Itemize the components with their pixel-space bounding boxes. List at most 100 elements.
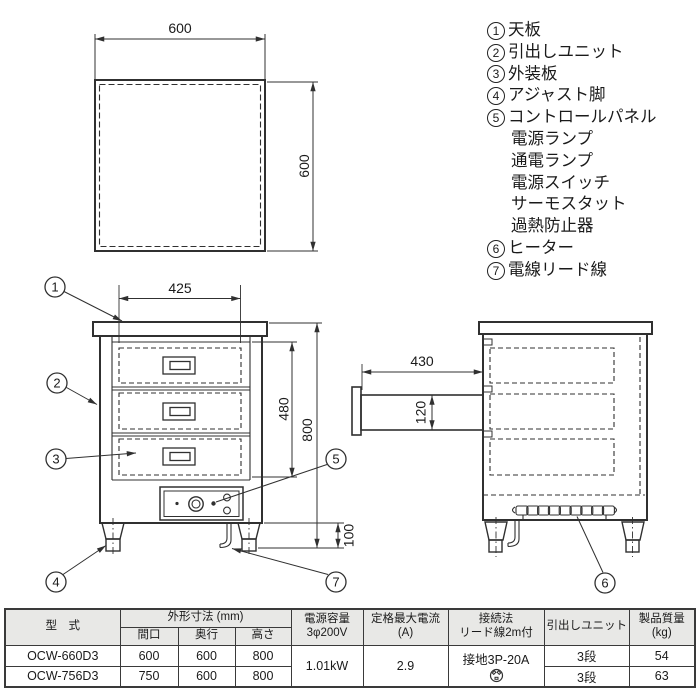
col-header-height: 高さ <box>234 626 292 646</box>
legend-num-5: 5 <box>487 109 505 128</box>
legend-label: ヒーター <box>508 238 574 257</box>
front-width-dimension: 425 <box>118 280 241 343</box>
power-header-line1: 電源容量 <box>304 613 350 626</box>
legend-label: 通電ランプ <box>511 151 594 170</box>
power-lamp-dot <box>175 501 179 506</box>
legend-label: 電源ランプ <box>511 129 594 148</box>
top-view-outline <box>94 79 266 252</box>
front-legs <box>101 518 261 556</box>
dim-top-depth: 600 <box>296 154 312 178</box>
legend-item-thermostat: サーモスタット <box>487 194 657 216</box>
callout-1: 1 <box>51 280 58 295</box>
callout-7: 7 <box>332 575 339 590</box>
current-cell: 2.9 <box>362 644 449 688</box>
legend-item-overheat-protector: 過熱防止器 <box>487 216 657 238</box>
legend-label: 過熱防止器 <box>511 217 594 236</box>
legend-num-2: 2 <box>487 43 505 62</box>
legend-label: サーモスタット <box>511 195 627 214</box>
model-cell: OCW-756D3 <box>4 665 121 688</box>
col-header-dimensions-group: 外形寸法 (mm) <box>119 608 292 628</box>
width-cell: 750 <box>119 665 179 688</box>
side-inner-dashed <box>483 337 645 496</box>
dim-top-width: 600 <box>168 20 192 36</box>
connection-header-line2: リード線2m付 <box>459 627 533 640</box>
legend-label: コントロールパネル <box>508 108 657 127</box>
drawer-unit-cell: 3段 <box>543 644 630 667</box>
legend-label: 電線リード線 <box>508 260 607 279</box>
callout-6: 6 <box>601 576 608 591</box>
callout-4: 4 <box>52 575 59 590</box>
side-top-board <box>478 321 653 335</box>
col-header-model: 型 式 <box>4 608 121 646</box>
legend-num-7: 7 <box>487 261 505 280</box>
legend-label: 天板 <box>508 21 541 39</box>
col-header-power: 電源容量 3φ200V <box>290 608 364 646</box>
connection-cell: 接地3P-20A <box>447 644 545 688</box>
drawer-unit-cell: 3段 <box>543 665 630 688</box>
side-view: 430 120 <box>351 321 653 594</box>
legend-label: アジャスト脚 <box>508 86 606 105</box>
width-cell: 600 <box>119 644 179 667</box>
top-width-dimension: 600 <box>94 20 266 79</box>
callout-5: 5 <box>332 452 339 467</box>
front-unit-height-dimension: 480 <box>252 341 297 478</box>
front-body <box>99 335 263 524</box>
connection-value: 接地3P-20A <box>462 652 530 667</box>
dim-side-pullout: 430 <box>410 353 434 369</box>
weight-header-line2: (kg) <box>651 627 672 640</box>
col-header-width: 間口 <box>119 626 179 646</box>
3p-plug-icon <box>489 668 503 682</box>
legend-num-1: 1 <box>487 21 505 40</box>
thermostat-knob <box>188 496 204 512</box>
heater-element <box>511 505 618 520</box>
model-cell: OCW-660D3 <box>4 644 121 667</box>
col-header-depth: 奥行 <box>177 626 236 646</box>
top-view-inner-dashed <box>98 83 262 248</box>
drawer-handles <box>162 356 196 466</box>
callout-2: 2 <box>53 376 60 391</box>
legend-num-4: 4 <box>487 87 505 106</box>
current-header-line1: 定格最大電流 <box>371 613 440 626</box>
spec-table: 型 式 外形寸法 (mm) 電源容量 3φ200V 定格最大電流 (A) 接続法… <box>4 608 696 688</box>
legend-num-6: 6 <box>487 239 505 258</box>
col-header-weight: 製品質量 (kg) <box>629 608 695 646</box>
dim-front-width: 425 <box>168 280 192 296</box>
front-drawer-frame <box>111 336 251 481</box>
depth-cell: 600 <box>177 665 236 688</box>
col-header-connection: 接続法 リード線2m付 <box>447 608 545 646</box>
side-pullout-dimension: 430 <box>361 353 484 390</box>
dim-front-unit-height: 480 <box>275 397 291 421</box>
legend-label: 外装板 <box>508 64 558 83</box>
legend-label: 電源スイッチ <box>511 173 610 192</box>
side-power-cord <box>507 520 520 548</box>
col-header-current: 定格最大電流 (A) <box>362 608 449 646</box>
power-header-line2: 3φ200V <box>306 627 348 640</box>
front-height-dimension: 800 <box>258 322 344 549</box>
connection-header-line1: 接続法 <box>478 613 514 626</box>
dim-side-drawer-height: 120 <box>412 401 428 425</box>
power-cell: 1.01kW <box>290 644 364 688</box>
side-body <box>482 333 648 521</box>
current-header-line2: (A) <box>397 627 414 640</box>
col-header-drawer-unit: 引出しユニット <box>543 608 630 646</box>
depth-cell: 600 <box>177 644 236 667</box>
extended-drawer <box>351 386 484 436</box>
dim-front-height: 800 <box>299 418 315 442</box>
top-depth-dimension: 600 <box>267 81 318 252</box>
weight-header-line1: 製品質量 <box>638 613 685 626</box>
front-leg-dimension: 100 <box>264 522 356 549</box>
front-view: 425 480 800 100 <box>44 276 356 593</box>
legend-item-power-lamp: 電源ランプ <box>487 129 657 151</box>
weight-cell: 54 <box>629 644 695 667</box>
front-drawer-dashed-panels <box>118 347 242 476</box>
panel-lamp-lower <box>223 506 231 515</box>
